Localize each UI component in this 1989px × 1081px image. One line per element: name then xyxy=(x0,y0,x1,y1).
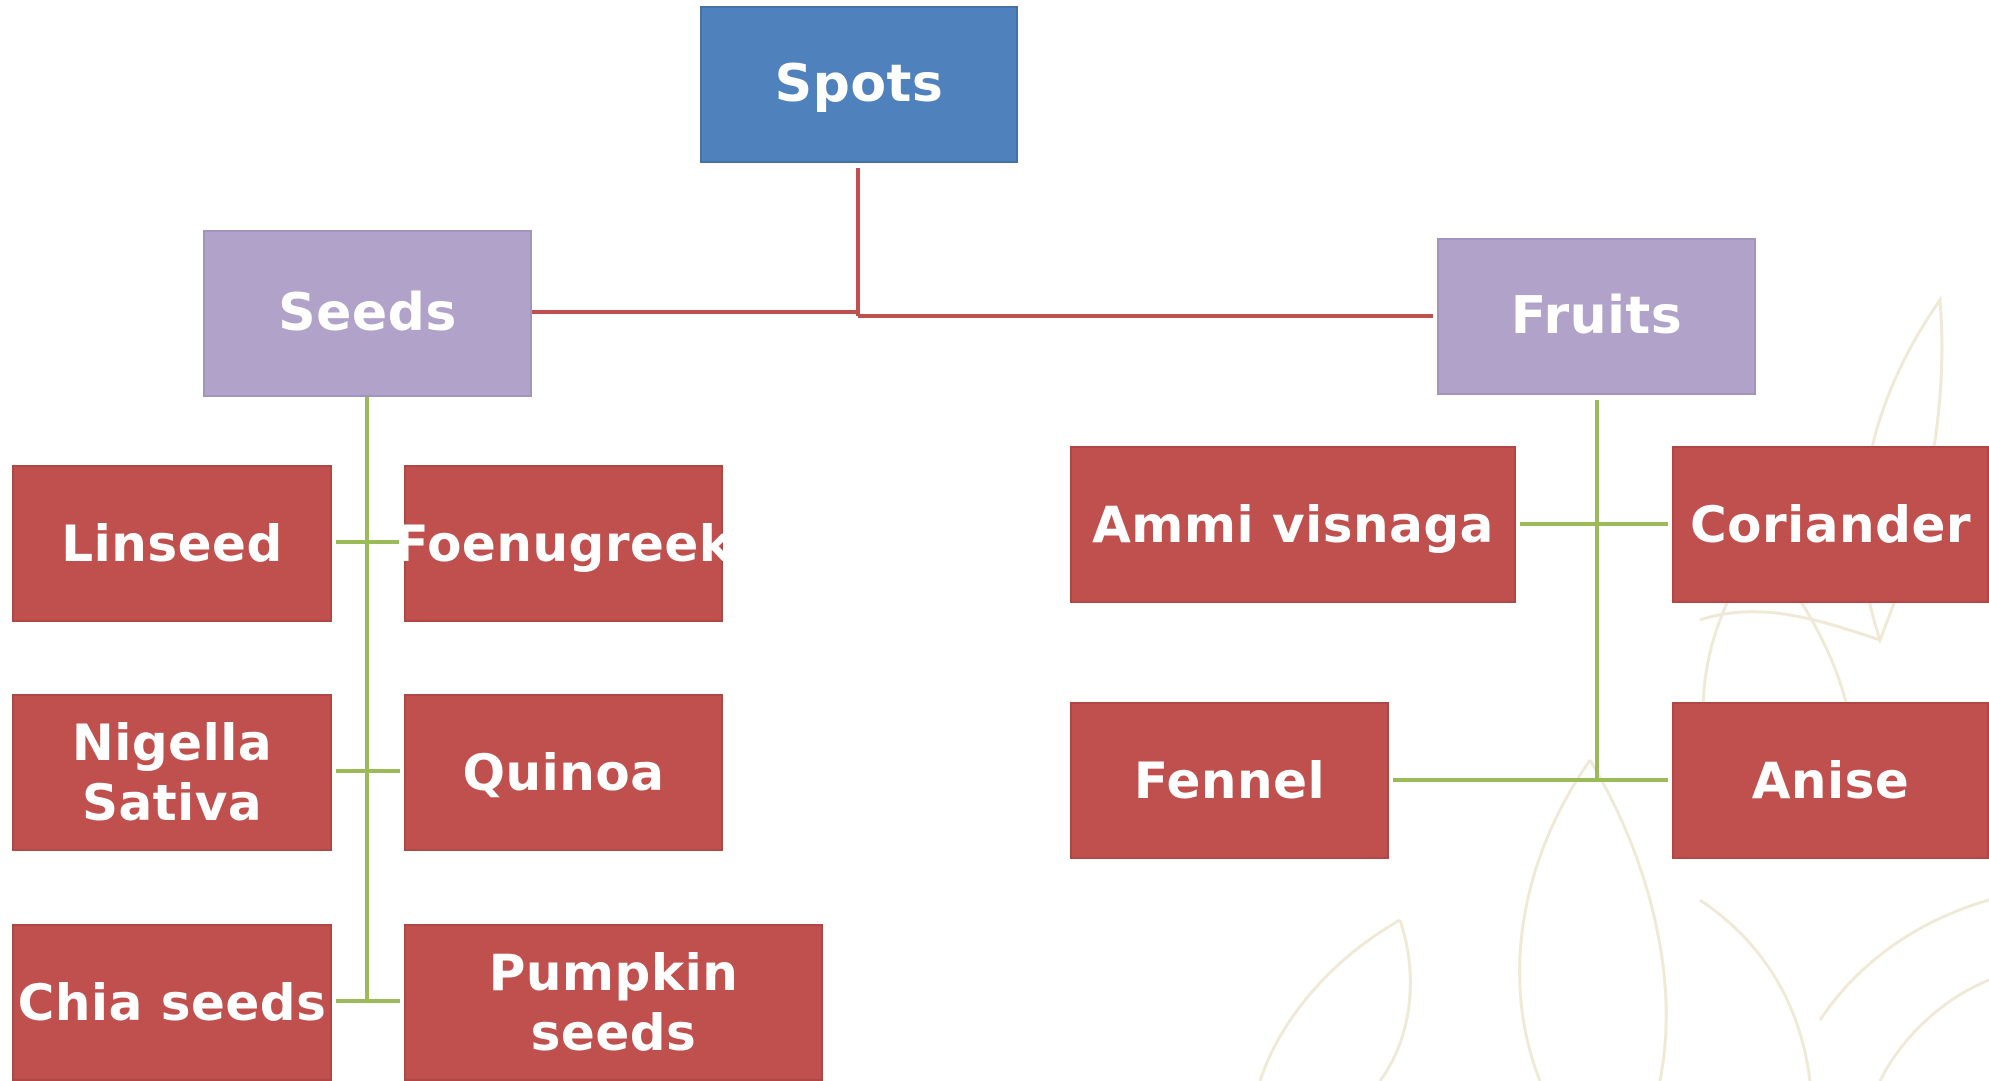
item-node-foenugreek: Foenugreek xyxy=(394,465,732,622)
item-node-anise: Anise xyxy=(1672,702,1989,859)
root-node-spots: Spots xyxy=(700,6,1018,163)
category-node-seeds: Seeds xyxy=(203,230,532,397)
item-node-ammi-visnaga: Ammi visnaga xyxy=(1070,446,1516,603)
item-node-fennel: Fennel xyxy=(1070,702,1389,859)
item-node-quinoa: Quinoa xyxy=(404,694,723,851)
category-node-fruits: Fruits xyxy=(1437,238,1756,395)
item-node-nigella-sativa: Nigella Sativa xyxy=(12,694,332,851)
item-node-chia-seeds: Chia seeds xyxy=(12,924,332,1081)
item-node-linseed: Linseed xyxy=(12,465,332,622)
item-node-coriander: Coriander xyxy=(1672,446,1989,603)
item-node-pumpkin-seeds: Pumpkin seeds xyxy=(404,924,823,1081)
